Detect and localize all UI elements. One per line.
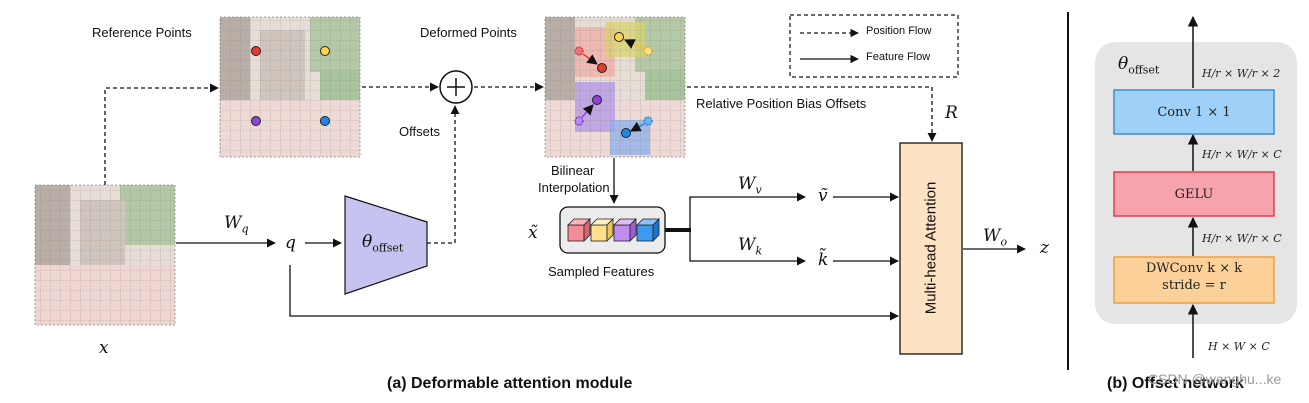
wq-label: Wq [224,213,249,236]
offset-net-theta-label: θoffset [1118,54,1160,77]
z-label: z [1040,238,1049,258]
ref-point-purple [251,116,261,126]
ref-point-yellow [320,46,330,56]
x-tilde-label: x̃ [528,223,538,243]
reference-image [219,16,361,158]
deformed-image [544,16,686,158]
caption-a: (a) Deformable attention module [387,375,633,392]
dim-out-label: H/r × W/r × 2 [1202,67,1281,80]
k-tilde-label: k̃ [818,250,829,270]
offsets-label: Offsets [399,124,440,139]
wv-label: Wv [738,174,762,197]
conv1x1-label: Conv 1 × 1 [1157,104,1231,120]
legend [789,14,959,78]
offset-network-panel [1095,15,1297,358]
legend-feature-label: Feature Flow [866,51,931,63]
feature-flow [176,158,1026,321]
plus-node [439,70,473,104]
legend-position-label: Position Flow [866,25,932,37]
relative-position-bias-label: Relative Position Bias Offsets [696,96,867,111]
dwconv-block [1113,256,1275,304]
gelu-label: GELU [1174,186,1214,202]
ref-point-blue [320,116,330,126]
v-tilde-label: ṽ [818,186,828,206]
bilinear-label-line2: Interpolation [538,180,610,195]
x-label: x [99,338,109,358]
feature-cube-red [567,218,591,242]
features-connector [665,228,691,232]
dim-mid1-label: H/r × W/r × C [1202,148,1282,161]
input-image [34,184,176,326]
dim-mid2-label: H/r × W/r × C [1202,232,1282,245]
conv1x1-block [1113,89,1275,135]
ref-point-red [251,46,261,56]
dwconv-label: DWConv k × k stride = r [1145,261,1243,293]
wk-label: Wk [738,235,763,258]
dim-in-label: H × W × C [1208,340,1270,353]
sampled-features-label: Sampled Features [548,264,655,279]
watermark: CSDN @wanghu...ke [1148,371,1282,387]
reference-points-label: Reference Points [92,25,192,40]
feature-cube-purple [613,218,637,242]
theta-offset-block [344,195,428,295]
r-label: R [945,103,958,123]
position-flow [104,82,937,244]
feature-cube-blue [636,218,660,242]
mha-label: Multi-head Attention [922,181,940,315]
bilinear-label-line1: Bilinear [551,163,595,178]
feature-cube-yellow [590,218,614,242]
multi-head-attention-block [899,142,963,355]
wo-label: Wo [983,226,1008,249]
q-label: q [285,233,296,253]
sampled-features [559,206,666,254]
caption-b: (b) Offset network [1107,375,1244,392]
theta-offset-label: θoffset [362,232,404,255]
gelu-block [1113,171,1275,217]
deformed-points-label: Deformed Points [420,25,517,40]
